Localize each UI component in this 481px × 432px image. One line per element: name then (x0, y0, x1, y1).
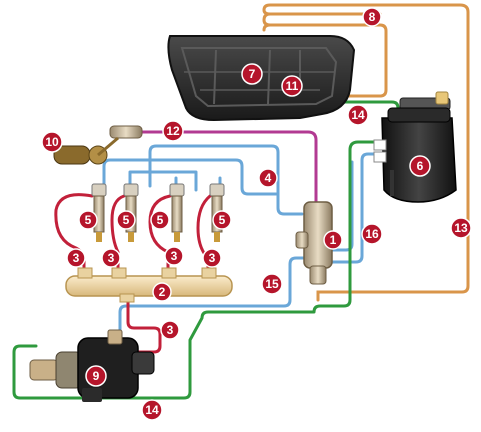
callout-badge-11: 11 (281, 75, 303, 97)
svg-text:7: 7 (249, 67, 256, 81)
svg-text:16: 16 (365, 227, 379, 241)
sensor-assembly (53, 125, 143, 165)
callout-badge-2: 2 (152, 282, 172, 302)
svg-text:11: 11 (286, 79, 299, 93)
callout-badge-14: 14 (141, 399, 163, 421)
svg-text:12: 12 (166, 124, 180, 138)
svg-text:2: 2 (159, 285, 166, 299)
callout-badge-9: 9 (85, 365, 107, 387)
callout-badge-5: 5 (78, 210, 98, 230)
svg-text:3: 3 (73, 251, 80, 265)
svg-text:5: 5 (123, 213, 130, 227)
pressure-regulator (295, 201, 333, 285)
svg-text:9: 9 (93, 369, 100, 383)
leakoff-line-12 (138, 130, 318, 218)
svg-text:10: 10 (45, 135, 59, 149)
callout-badge-1: 1 (323, 230, 343, 250)
callout-badge-3: 3 (160, 320, 180, 340)
svg-text:6: 6 (417, 159, 424, 173)
callout-badge-12: 12 (162, 120, 184, 142)
callout-badge-3: 3 (66, 248, 86, 268)
svg-text:3: 3 (108, 251, 115, 265)
svg-text:1: 1 (330, 233, 337, 247)
feed-lines-blue (102, 144, 380, 338)
svg-text:3: 3 (209, 251, 216, 265)
callout-badge-3: 3 (164, 246, 184, 266)
svg-text:14: 14 (351, 108, 365, 122)
return-line-13 (262, 3, 470, 302)
callout-badge-8: 8 (362, 7, 382, 27)
svg-text:5: 5 (157, 213, 164, 227)
callout-badge-6: 6 (409, 155, 431, 177)
svg-text:8: 8 (369, 10, 376, 24)
svg-text:3: 3 (167, 323, 174, 337)
svg-text:5: 5 (219, 213, 226, 227)
svg-text:3: 3 (171, 249, 178, 263)
svg-text:4: 4 (265, 171, 272, 185)
callout-badge-5: 5 (116, 210, 136, 230)
callout-badge-3: 3 (101, 248, 121, 268)
common-rail (65, 267, 233, 303)
callout-badge-5: 5 (150, 210, 170, 230)
callout-badge-5: 5 (212, 210, 232, 230)
callout-badge-group: 1 2 3 3 3 3 3 4 (41, 7, 472, 421)
callout-badge-3: 3 (202, 248, 222, 268)
high-pressure-pump (29, 329, 155, 402)
callout-badge-16: 16 (361, 223, 383, 245)
svg-text:15: 15 (265, 277, 279, 291)
svg-text:5: 5 (85, 213, 92, 227)
supply-lines-green (12, 100, 400, 400)
callout-badge-4: 4 (258, 168, 278, 188)
svg-text:14: 14 (145, 403, 159, 417)
callout-badge-15: 15 (261, 273, 283, 295)
callout-badge-7: 7 (241, 63, 263, 85)
injector (169, 183, 185, 242)
fuel-filter (373, 91, 457, 203)
callout-badge-14: 14 (347, 104, 369, 126)
callout-badge-10: 10 (41, 131, 63, 153)
svg-text:13: 13 (454, 221, 468, 235)
callout-badge-13: 13 (450, 217, 472, 239)
